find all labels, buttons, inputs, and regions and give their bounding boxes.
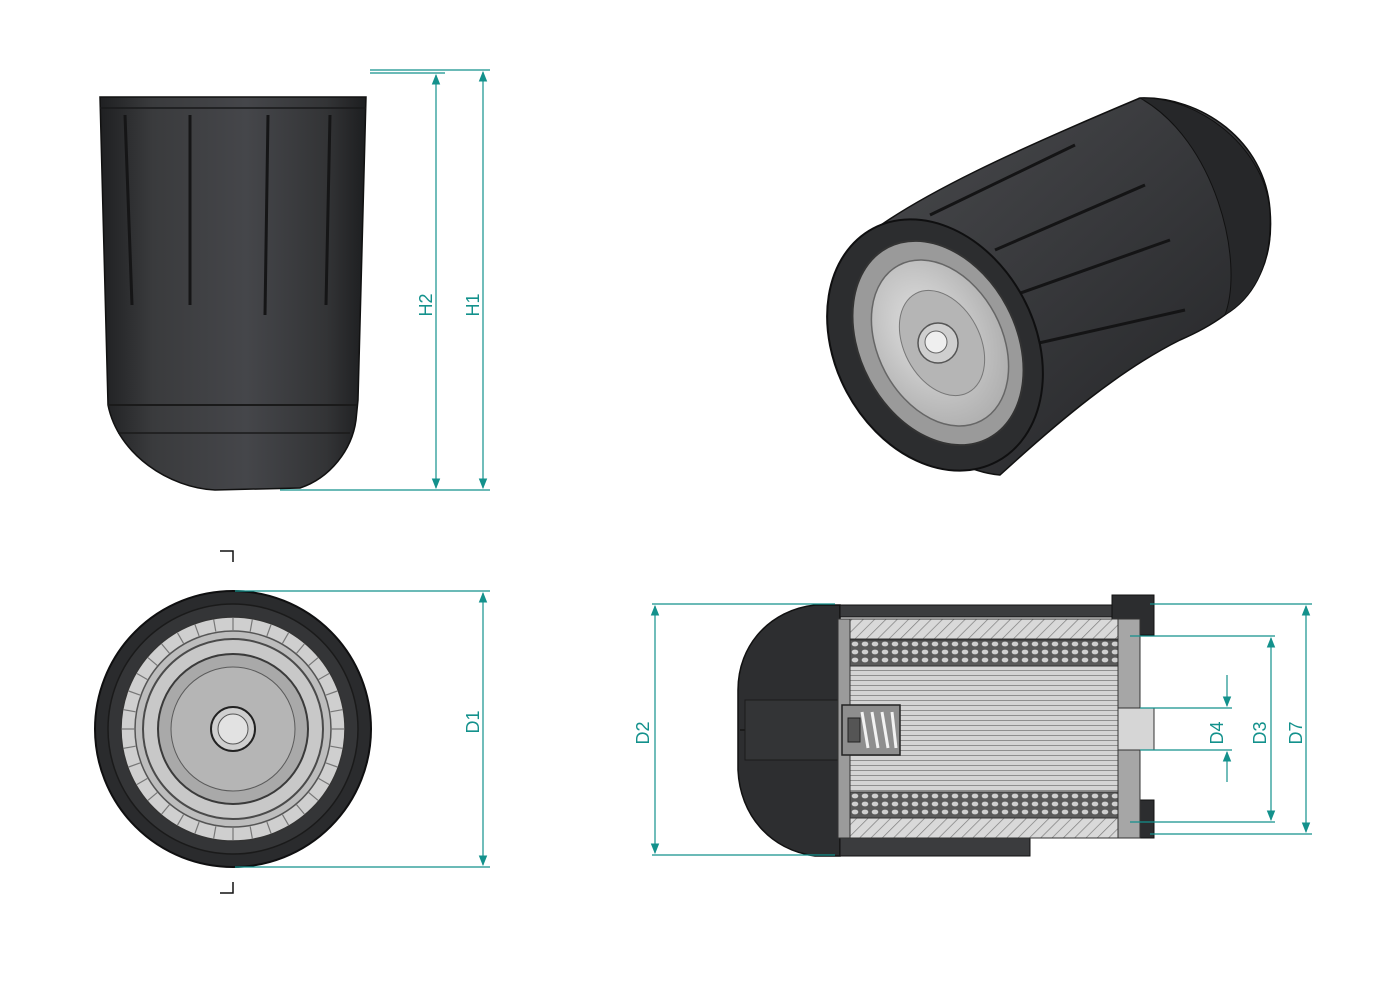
isometric-ribs (929, 143, 1186, 347)
bottom-view (94, 550, 372, 894)
bottom-view-tooth (325, 762, 338, 768)
bottom-view-tooth (136, 777, 148, 786)
bottom-view-tooth (147, 792, 158, 801)
isometric-end-cap (1138, 97, 1271, 317)
bottom-view-tooth (194, 624, 200, 637)
section-view-hatch-bottom (847, 817, 1121, 839)
bottom-view-tooth (249, 619, 253, 632)
section-mark-top (220, 550, 234, 562)
d7-label: D7 (1286, 721, 1306, 744)
d2-label: D2 (633, 721, 653, 744)
bottom-view-tooth (281, 814, 290, 826)
bottom-view-tooth (308, 657, 319, 666)
section-view (737, 594, 1155, 857)
section-view-housing-top (839, 604, 1113, 618)
section-view-mesh-bottom (847, 791, 1121, 819)
section-view-hatch-top (847, 618, 1121, 640)
side-view-body (99, 96, 367, 491)
bottom-view-tooth (266, 821, 272, 834)
dimension-d1-group (235, 590, 490, 868)
bottom-view-tooth (330, 745, 343, 749)
bottom-view-tooth (281, 632, 290, 644)
bottom-view-tooth (249, 826, 253, 839)
bottom-view-tooth (308, 792, 319, 801)
bottom-view-tooth (161, 643, 170, 654)
bottom-view-center-inner (217, 713, 249, 745)
bottom-view-tooth (318, 672, 330, 681)
h2-label: H2 (416, 293, 436, 316)
section-view-valve-plunger (847, 717, 861, 743)
bottom-view-tooth (325, 690, 338, 696)
bottom-view-tooth (176, 632, 185, 644)
bottom-view-tooth (213, 619, 217, 632)
d3-label: D3 (1250, 721, 1270, 744)
bottom-view-tooth (136, 672, 148, 681)
section-view-housing-bottom (839, 835, 1031, 857)
dimension-h-group (280, 69, 490, 491)
bottom-view-tooth (176, 814, 185, 826)
bottom-view-tooth (123, 709, 136, 713)
bottom-view-tooth (296, 804, 305, 815)
bottom-view-tooth (213, 826, 217, 839)
bottom-view-tooth (161, 804, 170, 815)
isometric-view (826, 97, 1272, 476)
bottom-view-tooth (318, 777, 330, 786)
d4-label: D4 (1207, 721, 1227, 744)
bottom-view-tooth (128, 690, 141, 696)
section-view-outlet (1117, 707, 1155, 751)
bottom-view-tooth (296, 643, 305, 654)
bottom-view-tooth (147, 657, 158, 666)
isometric-center-stud-inner (924, 330, 948, 354)
h1-label: H1 (463, 293, 483, 316)
bottom-view-tooth (330, 709, 343, 713)
section-view-cap-recess (744, 699, 841, 761)
bottom-view-tooth (266, 624, 272, 637)
section-view-spring (860, 711, 898, 749)
bottom-view-teeth (122, 618, 344, 840)
section-view-mesh-top (847, 639, 1121, 667)
section-mark-bottom (220, 882, 234, 894)
side-view (99, 96, 367, 491)
side-view-ribs (123, 114, 332, 316)
bottom-view-tooth (194, 821, 200, 834)
bottom-view-tooth (123, 745, 136, 749)
d1-label: D1 (463, 710, 483, 733)
dimension-section-group (650, 603, 1312, 856)
bottom-view-tooth (128, 762, 141, 768)
